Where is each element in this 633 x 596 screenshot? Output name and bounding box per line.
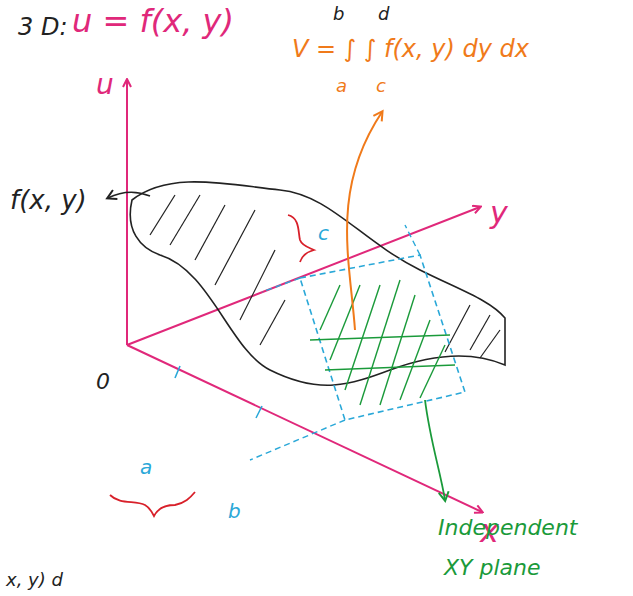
axis-label: u <box>96 70 114 101</box>
dimension-text: 3 D: <box>18 14 67 40</box>
equation: u = f(x, y) <box>72 4 234 39</box>
function-label: f(x, y) <box>10 186 87 215</box>
axis-label: y <box>490 196 508 229</box>
cut-text: x, y) d <box>6 570 63 590</box>
bound-label: b <box>228 500 241 522</box>
bound-label: a <box>140 456 152 478</box>
note-text: Independent <box>438 516 577 540</box>
limit-label: b <box>333 4 344 24</box>
bound-label: c <box>318 222 329 244</box>
volume-formula: V = ∫ ∫ f(x, y) dy dx <box>292 36 529 62</box>
limit-label: d <box>378 4 389 24</box>
note-text: XY plane <box>444 556 541 580</box>
limit-label: a <box>336 76 347 96</box>
origin-label: 0 <box>96 370 110 394</box>
limit-label: c <box>376 76 386 96</box>
